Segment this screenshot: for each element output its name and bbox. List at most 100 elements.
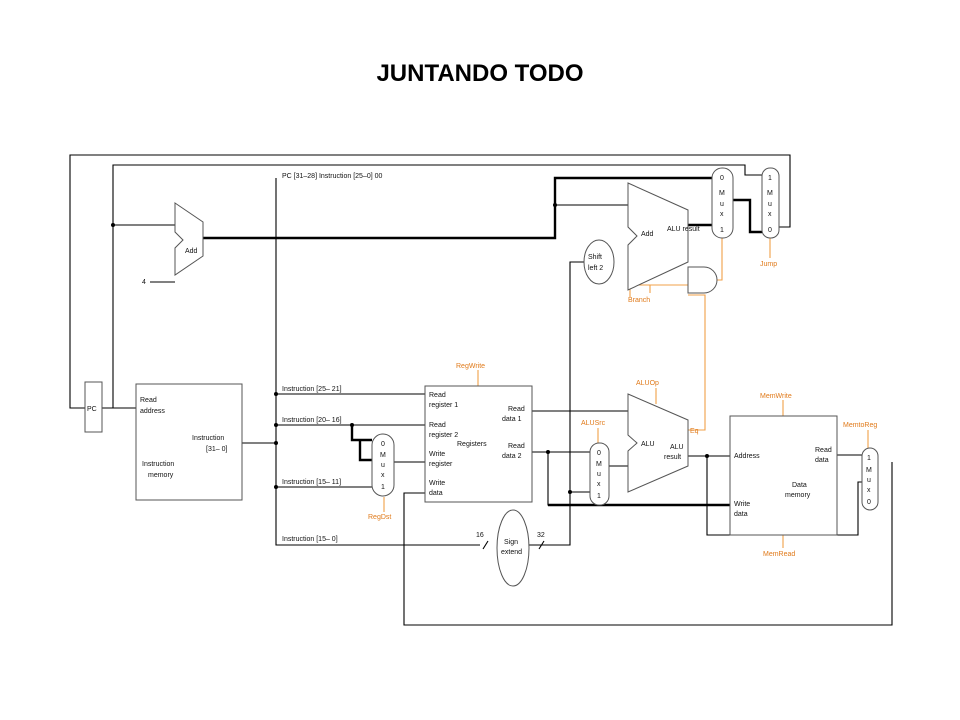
mux-regdst-m: M (380, 452, 386, 459)
imem-name1: Instruction (142, 461, 174, 468)
sign-extend-line1: Sign (504, 539, 518, 546)
branch-adder-label: Add (641, 231, 654, 238)
dmem-address: Address (734, 453, 760, 460)
reg-rd1b: data 1 (502, 416, 522, 423)
mux-alusrc-u: u (597, 471, 601, 478)
pc-register: PC (84, 381, 103, 433)
sign-extend-in: 16 (476, 532, 484, 539)
alu-result2: result (664, 454, 681, 461)
dmem-name1: Data (792, 482, 807, 489)
mux-memtoreg-top: 1 (867, 455, 871, 462)
shift-left-line1: Shift (588, 254, 602, 261)
ctl-jump: Jump (760, 261, 777, 268)
field-25-21: Instruction [25– 21] (282, 386, 342, 393)
mux-branch-x: x (720, 211, 724, 218)
reg-rd1a: Read (508, 406, 525, 413)
ctl-alusrc: ALUSrc (581, 420, 606, 427)
sign-extend-line2: extend (501, 549, 522, 556)
imem-out2: [31– 0] (206, 446, 227, 453)
reg-rr2b: register 2 (429, 432, 458, 439)
field-20-16: Instruction [20– 16] (282, 417, 342, 424)
ctl-aluop: ALUOp (636, 380, 659, 387)
pc-label: PC (87, 406, 97, 413)
mux-regdst-x: x (381, 472, 385, 479)
imem-out1: Instruction (192, 435, 224, 442)
reg-rd2b: data 2 (502, 453, 522, 460)
mux-branch-top: 0 (720, 175, 724, 182)
mux-alusrc-x: x (597, 481, 601, 488)
reg-wda: Write (429, 480, 445, 487)
mux-alusrc-bottom: 1 (597, 493, 601, 500)
mux-regdst-u: u (381, 462, 385, 469)
branch-adder-result-1: ALU result (667, 226, 700, 233)
control-labels: RegWrite RegDst ALUSrc ALUOp Eq Branch J… (368, 261, 877, 558)
mux-branch: 0 M u x 1 (711, 167, 734, 239)
wire-junctions (111, 203, 709, 494)
shift-left-2: Shift left 2 (583, 239, 615, 285)
mux-memtoreg-u: u (867, 477, 871, 484)
alu-label: ALU (641, 441, 655, 448)
mux-jump-m: M (767, 190, 773, 197)
field-15-0: Instruction [15– 0] (282, 536, 338, 543)
mux-regdst-top: 0 (381, 441, 385, 448)
mux-memtoreg-x: x (867, 487, 871, 494)
mux-branch-bottom: 1 (720, 227, 724, 234)
data-memory: Address Read data Write data Data memory (729, 415, 838, 536)
control-wires (383, 238, 869, 548)
ctl-branch: Branch (628, 297, 650, 304)
branch-and-gate (687, 266, 718, 294)
mux-memtoreg: 1 M u x 0 (861, 447, 879, 511)
shift-left-line2: left 2 (588, 265, 603, 272)
jump-field-label: PC [31–28] Instruction [25–0] 00 (282, 173, 383, 180)
ctl-memwrite: MemWrite (760, 393, 792, 400)
mux-branch-u: u (720, 201, 724, 208)
mux-jump: 1 M u x 0 (761, 167, 780, 239)
pc-adder-label: Add (185, 248, 198, 255)
imem-read2: address (140, 408, 165, 415)
mux-regdst: 0 M u x 1 (371, 433, 395, 497)
ctl-regwrite: RegWrite (456, 363, 485, 370)
reg-rd2a: Read (508, 443, 525, 450)
mux-alusrc-m: M (596, 461, 602, 468)
reg-name: Registers (457, 441, 487, 448)
mux-jump-u: u (768, 201, 772, 208)
dmem-rdb: data (815, 457, 829, 464)
imem-read1: Read (140, 397, 157, 404)
mux-jump-x: x (768, 211, 772, 218)
reg-wrb: register (429, 461, 453, 468)
dmem-wda: Write (734, 501, 750, 508)
datapath-wires (69, 154, 893, 626)
register-file: Read register 1 Read register 2 Write re… (424, 385, 533, 503)
instruction-memory: Read address Instruction [31– 0] Instruc… (135, 383, 243, 501)
ctl-memread: MemRead (763, 551, 795, 558)
ctl-eq: Eq (690, 428, 699, 435)
imem-name2: memory (148, 472, 174, 479)
ctl-memtoreg: MemtoReg (843, 422, 877, 429)
mux-jump-top: 1 (768, 175, 772, 182)
const-four: 4 (142, 279, 146, 286)
mux-memtoreg-m: M (866, 467, 872, 474)
field-15-11: Instruction [15– 11] (282, 479, 341, 486)
dmem-name2: memory (785, 492, 811, 499)
sign-extend: Sign extend 16 32 (476, 509, 545, 587)
alu-result1: ALU (670, 444, 684, 451)
main-alu: ALU ALU result (627, 393, 689, 493)
sign-extend-out: 32 (537, 532, 545, 539)
mux-branch-m: M (719, 190, 725, 197)
dmem-rda: Read (815, 447, 832, 454)
reg-wra: Write (429, 451, 445, 458)
mux-memtoreg-bottom: 0 (867, 499, 871, 506)
pc-adder: Add (174, 202, 204, 276)
mux-jump-bottom: 0 (768, 227, 772, 234)
mux-regdst-bottom: 1 (381, 484, 385, 491)
reg-rr1a: Read (429, 392, 446, 399)
mux-alusrc: 0 M u x 1 (589, 442, 610, 506)
dmem-wdb: data (734, 511, 748, 518)
reg-rr1b: register 1 (429, 402, 458, 409)
slide-title: JUNTANDO TODO (376, 60, 584, 87)
ctl-regdst: RegDst (368, 514, 391, 521)
branch-adder: Add ALU result (627, 182, 700, 291)
mux-alusrc-top: 0 (597, 450, 601, 457)
reg-rr2a: Read (429, 422, 446, 429)
